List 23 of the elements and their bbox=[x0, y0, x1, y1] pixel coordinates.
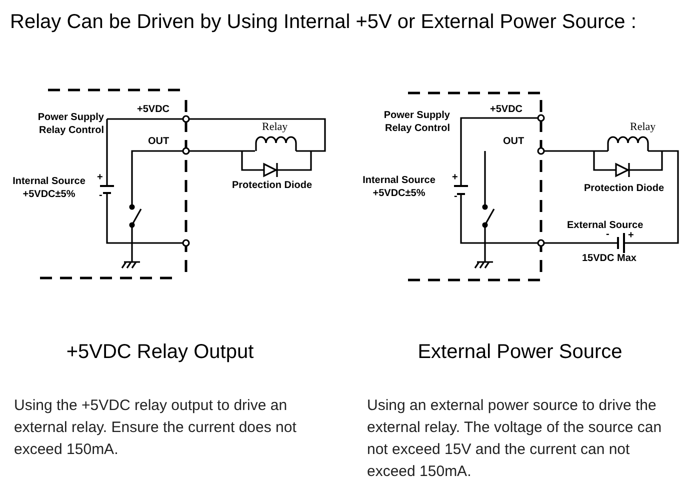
terminal-label: OUT bbox=[503, 135, 524, 148]
section-heading: External Power Source bbox=[416, 340, 624, 365]
polarity-sign: + bbox=[628, 229, 634, 242]
component-label: Protection Diode bbox=[232, 179, 312, 192]
section-heading: +5VDC Relay Output bbox=[65, 340, 255, 365]
source-label: Internal Source +5VDC±5% bbox=[362, 174, 436, 200]
terminal-label: OUT bbox=[148, 135, 170, 148]
polarity-sign: + bbox=[452, 171, 458, 184]
polarity-sign: - bbox=[99, 189, 102, 202]
terminal-label: +5VDC bbox=[137, 103, 170, 116]
component-label: 15VDC Max bbox=[582, 252, 636, 265]
title: Relay Can be Driven by Using Internal +5V or External Power Source : bbox=[10, 10, 636, 35]
description-text: Using the +5VDC relay output to drive an external relay. Ensure the current does not exceed 150mA. bbox=[14, 396, 298, 460]
terminal-label: +5VDC bbox=[490, 103, 523, 116]
polarity-sign: - bbox=[454, 190, 458, 203]
polarity-sign: + bbox=[97, 171, 103, 184]
supply-label: Power Supply Relay Control bbox=[36, 111, 104, 137]
component-label: Relay bbox=[630, 121, 656, 134]
component-label: Protection Diode bbox=[584, 182, 664, 195]
source-label: Internal Source +5VDC±5% bbox=[12, 175, 86, 201]
component-label: Relay bbox=[262, 121, 288, 134]
description-text: Using an external power source to drive the external relay. The voltage of the source can not exceed 15V and the current can not exceed 150mA. bbox=[367, 396, 663, 482]
supply-label: Power Supply Relay Control bbox=[382, 109, 450, 135]
